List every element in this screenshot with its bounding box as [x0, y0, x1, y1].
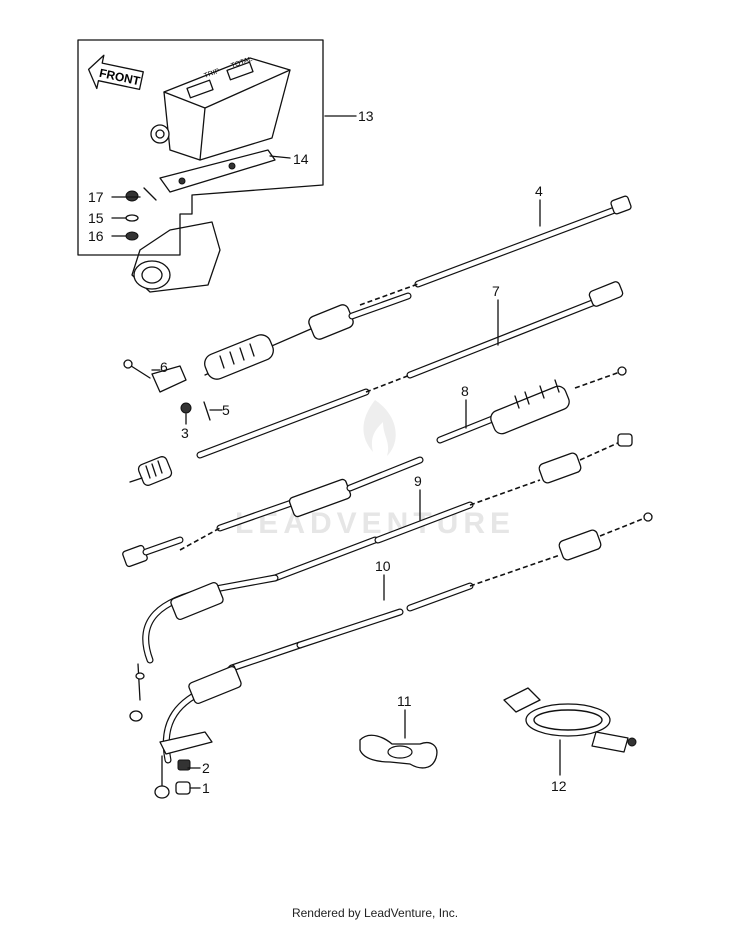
watermark: LEADVENTURE [235, 400, 515, 540]
handlebar-clamp [131, 221, 221, 293]
cable-8 [122, 366, 627, 568]
callout-2: 2 [202, 760, 210, 776]
callout-11: 11 [397, 693, 412, 709]
cable-10 [154, 512, 653, 799]
watermark-text: LEADVENTURE [235, 507, 515, 540]
cable-clamp-12 [503, 687, 637, 753]
speedo-drive-end [129, 456, 173, 486]
cable-8-adjuster [490, 379, 570, 435]
callout-1: 1 [202, 780, 210, 796]
cable-7 [129, 281, 624, 486]
washer [125, 214, 139, 222]
callout-14: 14 [293, 151, 309, 167]
cable-4 [359, 195, 632, 306]
callout-12: 12 [551, 778, 567, 794]
callout-16: 16 [88, 228, 104, 244]
callout-4: 4 [535, 183, 543, 199]
leader-lines [111, 115, 561, 789]
callout-6: 6 [160, 359, 168, 375]
callout-3: 3 [181, 425, 189, 441]
meter-body: TRIP TOTAL [150, 56, 291, 161]
callout-17: 17 [88, 189, 104, 205]
grommet [125, 190, 139, 202]
callout-labels: 13 14 17 15 16 4 7 6 5 3 8 9 10 11 12 2 … [88, 108, 567, 796]
cable-lower-adjuster [204, 292, 412, 380]
callout-13: 13 [358, 108, 374, 124]
meter-bracket [159, 149, 276, 193]
front-arrow-icon: FRONT [87, 54, 144, 91]
adjuster-sleeve [204, 334, 274, 380]
callout-5: 5 [222, 402, 230, 418]
nut [125, 231, 139, 241]
cable-clamp-11 [359, 734, 438, 769]
callout-9: 9 [414, 473, 422, 489]
cable-9 [129, 433, 633, 722]
callout-7: 7 [492, 283, 500, 299]
footer-credit: Rendered by LeadVenture, Inc. [291, 906, 459, 920]
pivot-parts [123, 359, 211, 421]
callout-8: 8 [461, 383, 469, 399]
meter-inset: FRONT TRIP TOTAL [77, 39, 324, 293]
callout-10: 10 [375, 558, 391, 574]
callout-15: 15 [88, 210, 104, 226]
